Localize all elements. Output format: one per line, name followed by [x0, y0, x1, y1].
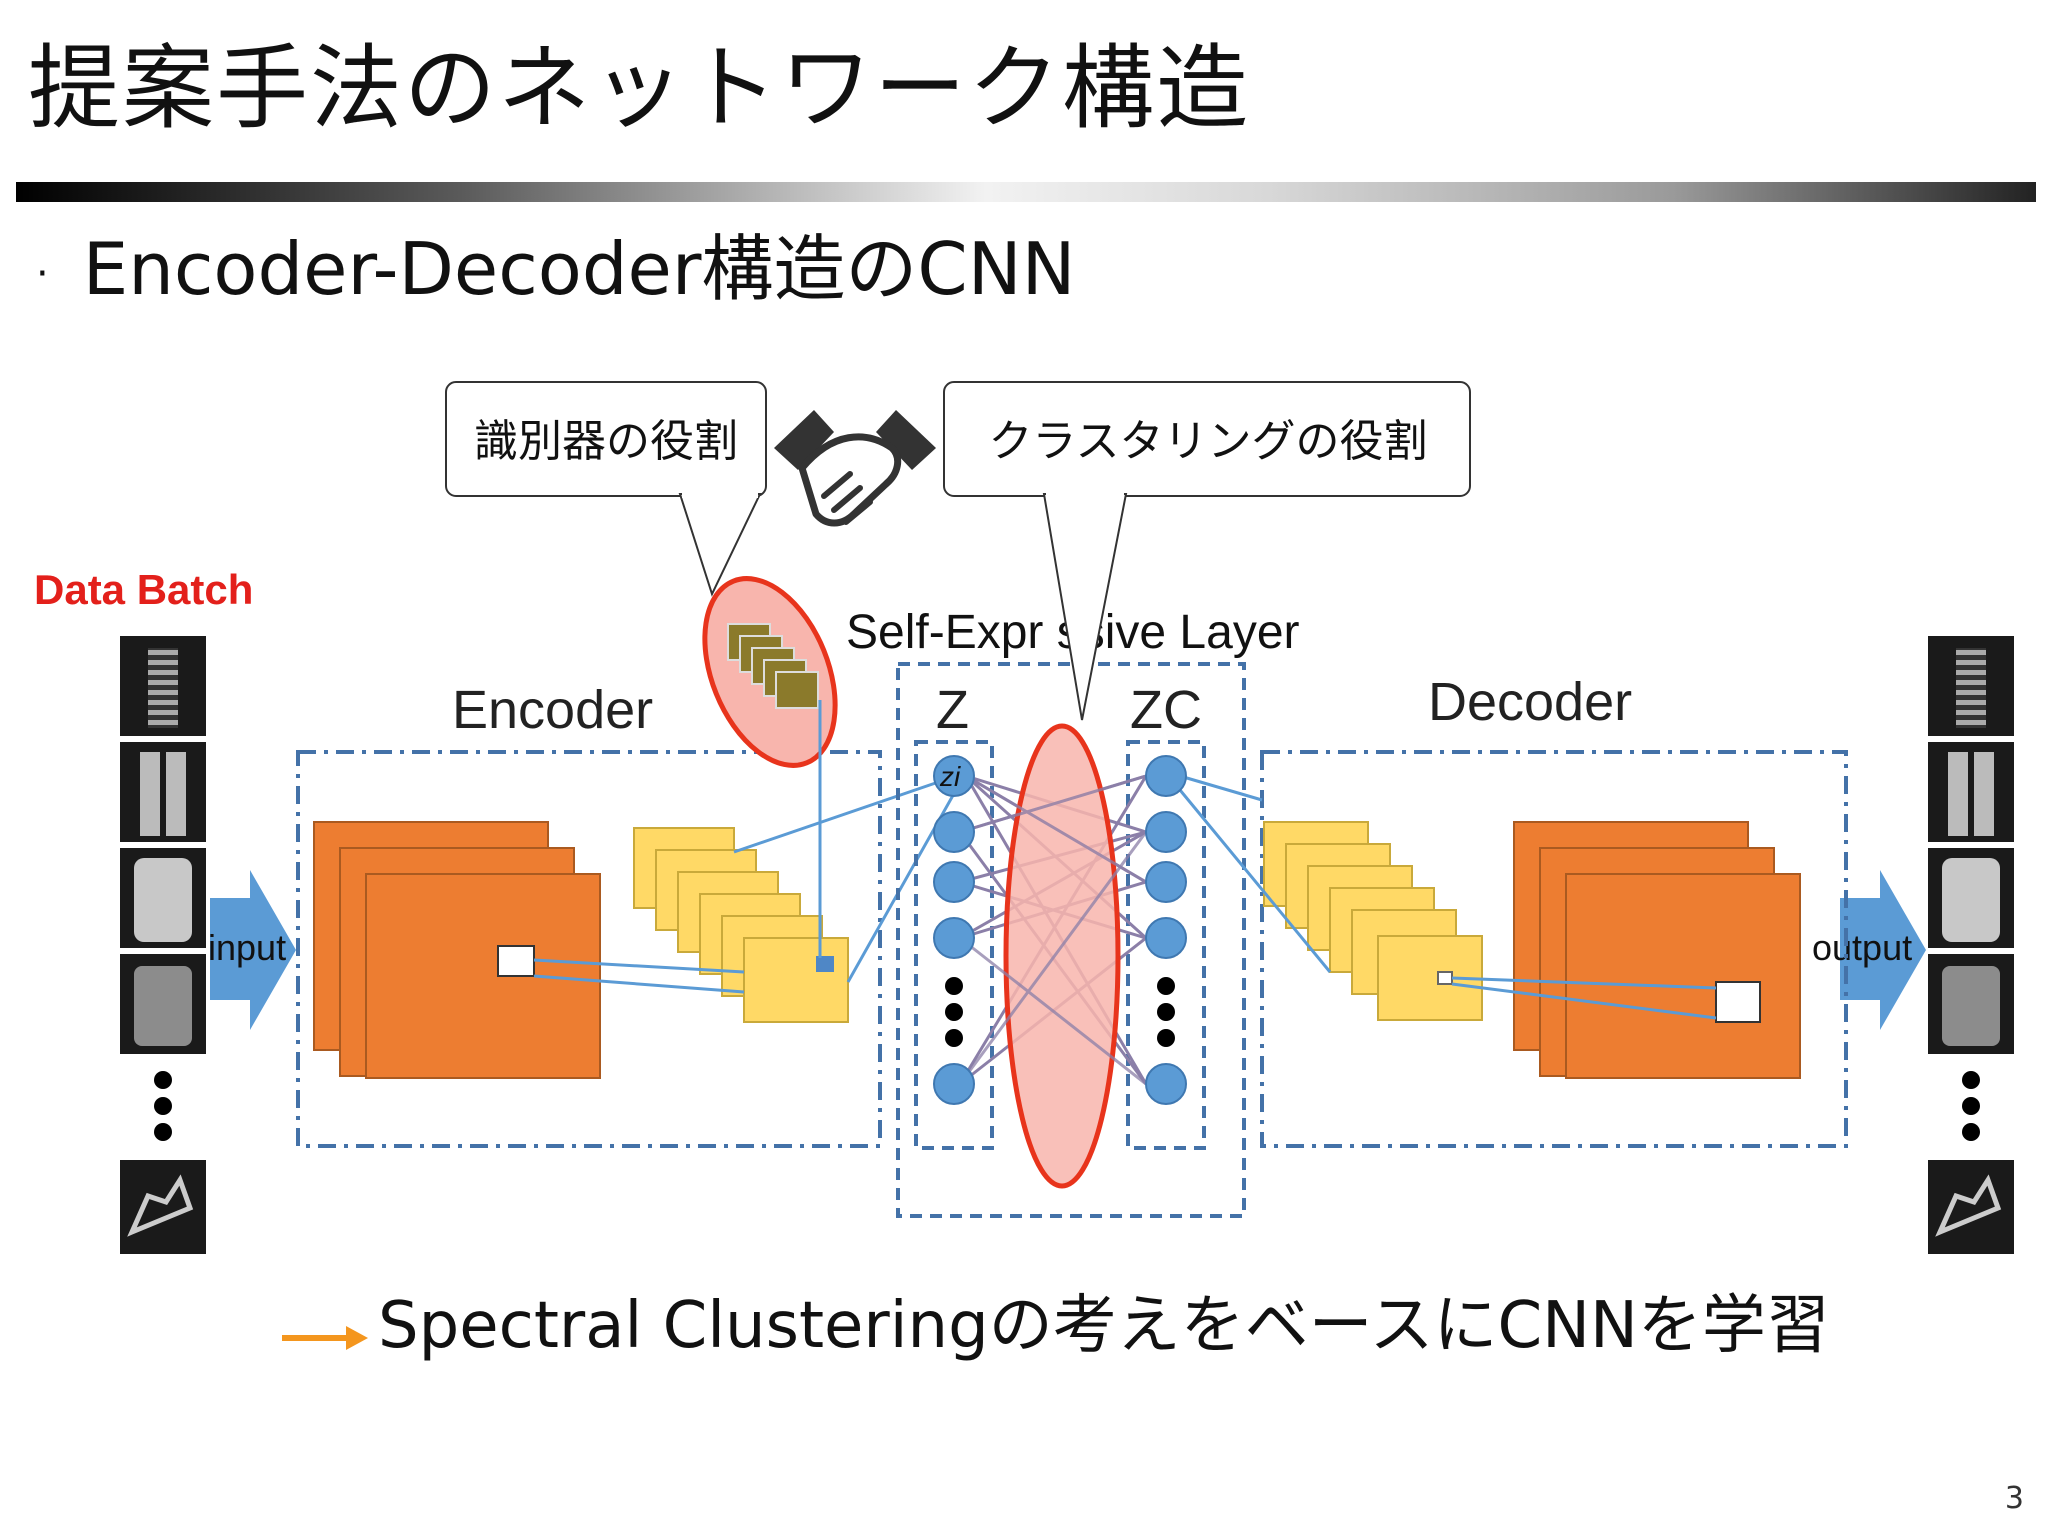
summary-text: Spectral Clusteringの考えをベースにCNNを学習 — [378, 1289, 1830, 1363]
page-number: 3 — [2004, 1481, 2024, 1516]
self-expressive-box — [896, 662, 1246, 1218]
z-label: Z — [936, 680, 969, 740]
zc-column-box — [1126, 740, 1206, 1150]
data-batch-label: Data Batch — [34, 566, 253, 613]
input-arrow — [210, 870, 296, 1030]
decoder-small-layers — [1263, 821, 1483, 1021]
output-arrow — [1840, 870, 1926, 1030]
output-label: output — [1812, 927, 1912, 968]
callout-right-text: クラスタリングの役割 — [988, 417, 1427, 466]
callout-left-text: 識別器の役割 — [474, 417, 738, 466]
zc-label: ZC — [1130, 680, 1202, 740]
encoder-small-layers — [633, 827, 849, 1023]
decoder-label: Decoder — [1428, 672, 1632, 732]
output-image-column — [1928, 636, 2014, 1254]
handshake-icon — [774, 410, 936, 527]
zi-label: zi — [939, 761, 961, 792]
z-nodes — [933, 755, 975, 1105]
orange-arrow-icon — [282, 1326, 368, 1350]
encoder-box — [296, 750, 882, 1148]
clustering-ellipse — [1003, 723, 1121, 1189]
bullet-dot: · — [36, 251, 49, 298]
self-expressive-connections-front — [958, 774, 1148, 1086]
left-callout: 識別器の役割 — [445, 381, 767, 597]
title-gradient-bar — [16, 182, 2036, 202]
encoder-label: Encoder — [452, 680, 653, 740]
zc-nodes — [1145, 755, 1187, 1105]
discriminator-feature-stack — [727, 623, 819, 709]
encoder-feature-map — [365, 873, 601, 1079]
z-column-box — [914, 740, 994, 1150]
input-label: input — [208, 927, 286, 968]
slide-title: 提案手法のネットワーク構造 — [28, 35, 1251, 142]
bullet-text: Encoder-Decoder構造のCNN — [82, 227, 1076, 311]
right-callout: クラスタリングの役割 — [943, 381, 1471, 721]
summary-line: Spectral Clusteringの考えをベースにCNNを学習 — [282, 1288, 1830, 1365]
decoder-feature-map — [1565, 873, 1801, 1079]
decoder-box — [1260, 750, 1848, 1148]
bullet-line: · Encoder-Decoder構造のCNN — [36, 228, 1075, 311]
input-image-column — [120, 636, 206, 1254]
